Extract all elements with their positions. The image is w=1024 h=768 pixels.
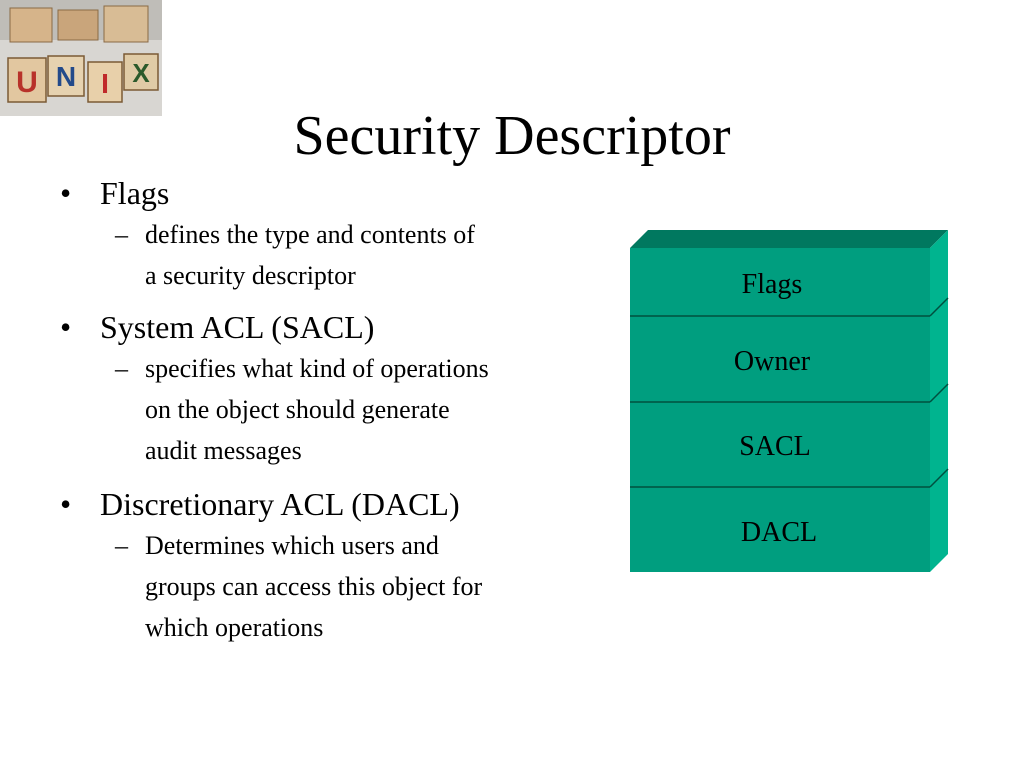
sub-bullet-item: – Determines which users and groups can … — [115, 525, 615, 648]
block-i: I — [87, 61, 123, 103]
bullet-text: Discretionary ACL (DACL) — [100, 486, 460, 522]
sub-bullet-line: a security descriptor — [145, 261, 356, 290]
sub-bullet-line: Determines which users and — [145, 531, 439, 560]
security-descriptor-stack: Flags Owner SACL DACL — [630, 230, 949, 572]
sub-bullet-marker: – — [115, 354, 128, 383]
bullet-marker: • — [60, 175, 72, 211]
sub-bullet-line: defines the type and contents of — [145, 220, 475, 249]
block-letter: X — [132, 58, 150, 88]
sub-bullet-line: which operations — [145, 613, 324, 642]
layer-divider — [929, 383, 949, 403]
sub-bullet-line: on the object should generate — [145, 395, 450, 424]
layer-divider — [929, 297, 949, 317]
sub-bullet-item: – specifies what kind of operations on t… — [115, 348, 615, 471]
stack-top-face — [630, 230, 948, 248]
layer-label-dacl: DACL — [741, 517, 817, 548]
block-u: U — [7, 57, 47, 103]
sub-bullet-line: groups can access this object for — [145, 572, 483, 601]
unix-blocks-logo: U N I X — [0, 0, 162, 116]
layer-label-flags: Flags — [742, 269, 803, 300]
bullet-item: • Discretionary ACL (DACL) — [60, 483, 620, 525]
bullet-marker: • — [60, 486, 72, 522]
layer-label-owner: Owner — [734, 346, 811, 377]
sub-bullet-line: audit messages — [145, 436, 302, 465]
layer-divider — [929, 468, 949, 488]
stack-side-face — [930, 230, 948, 572]
bullet-marker: • — [60, 309, 72, 345]
block-n: N — [47, 55, 85, 97]
sub-bullet-item: – defines the type and contents of a sec… — [115, 214, 615, 296]
block-x: X — [123, 53, 159, 91]
sub-bullet-marker: – — [115, 220, 128, 249]
block-letter: U — [16, 66, 38, 99]
bullet-item: • Flags — [60, 172, 620, 214]
block-letter: I — [101, 68, 109, 99]
slide-title: Security Descriptor — [293, 105, 731, 167]
sub-bullet-marker: – — [115, 531, 128, 560]
block-letter: N — [56, 61, 76, 92]
layer-label-sacl: SACL — [739, 431, 811, 462]
bullet-list: • Flags – defines the type and contents … — [60, 172, 620, 648]
sub-bullet-line: specifies what kind of operations — [145, 354, 489, 383]
bullet-item: • System ACL (SACL) — [60, 306, 620, 348]
stack-front-face — [630, 248, 930, 572]
bullet-text: System ACL (SACL) — [100, 309, 375, 345]
bullet-text: Flags — [100, 175, 170, 211]
